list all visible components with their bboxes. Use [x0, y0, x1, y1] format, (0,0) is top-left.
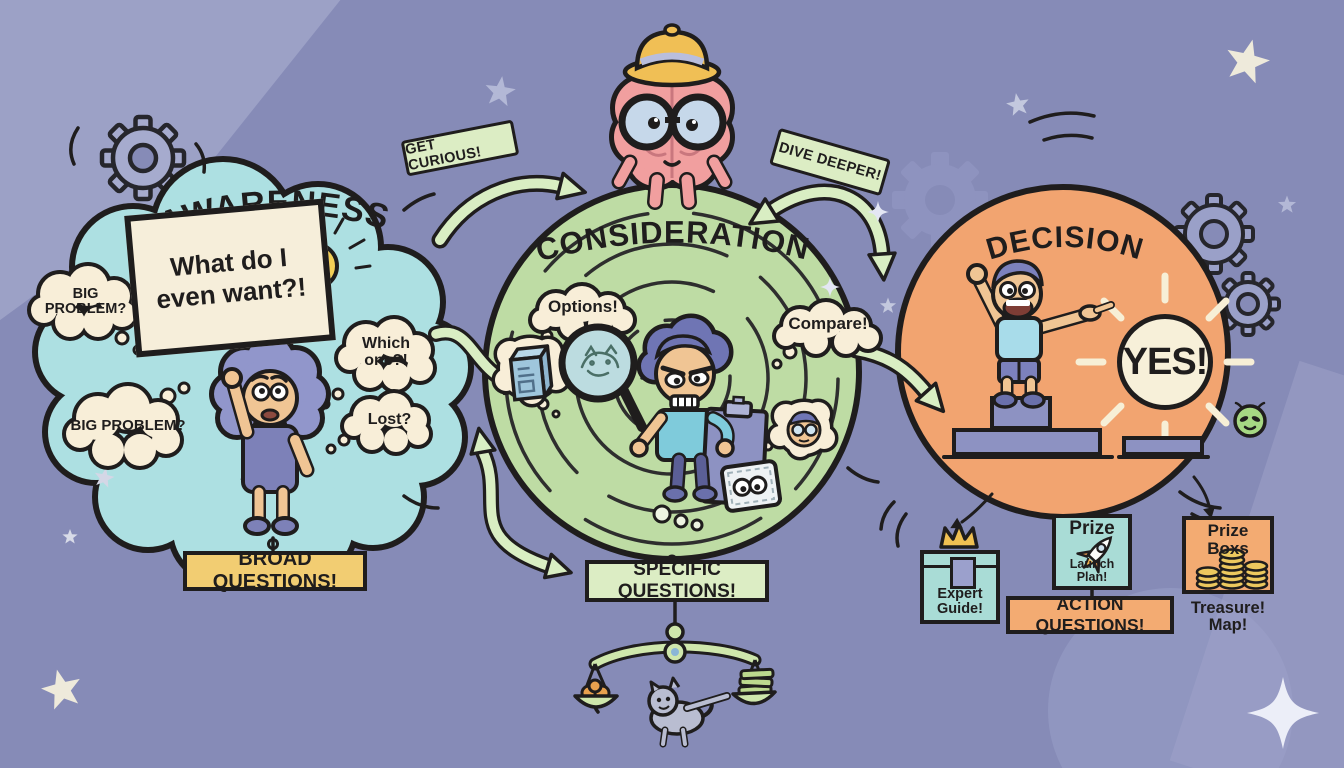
thought-bubble-label: BIG PROBLEM?	[70, 417, 186, 435]
treasure-map-label: Treasure! Map!	[1190, 599, 1266, 635]
consideration-title: CONSIDERATION	[532, 214, 813, 268]
gear-icon	[99, 114, 187, 202]
podium-low-platform	[1122, 436, 1204, 456]
launch-plan-label: Launch Plan!	[1069, 556, 1115, 584]
prize-boxes-label: Prize Boxs	[1207, 521, 1249, 558]
decision-title: DECISION	[983, 221, 1148, 267]
thought-bubble-label: Which one?!	[362, 335, 410, 369]
consideration-character	[629, 313, 769, 507]
sparkles	[820, 201, 1319, 749]
podium-base-step	[952, 428, 1102, 456]
svg-text:CONSIDERATION: CONSIDERATION	[532, 214, 813, 268]
box-with-eyes-icon	[719, 459, 783, 513]
svg-text:DECISION: DECISION	[983, 221, 1148, 267]
protest-sign: What do I even want?!	[124, 198, 336, 358]
magnifying-glass-icon	[558, 323, 647, 432]
alien-icon	[1233, 401, 1267, 438]
expert-guide-label: Expert Guide!	[937, 585, 983, 617]
rocket-icon	[1076, 535, 1113, 574]
thought-bubble-label: Compare!	[788, 314, 868, 334]
thought-bubble	[27, 262, 139, 341]
coins-icon	[1195, 548, 1269, 590]
launch-plan-box: Prize Launch Plan!	[1052, 514, 1132, 590]
cat-icon	[647, 676, 731, 748]
prize-label: Prize	[1069, 518, 1115, 539]
awareness-character	[209, 332, 331, 536]
thought-bubble	[62, 382, 184, 470]
product-box-icon	[491, 334, 572, 408]
decision-banner: ACTION QUESTIONS!	[1006, 594, 1174, 635]
thought-bubble	[772, 298, 883, 358]
thought-bubble-label: Options!	[548, 297, 618, 317]
expert-guide-box: Expert Guide!	[920, 550, 1000, 624]
thought-bubble-label: Lost?	[367, 410, 412, 428]
decision-character	[966, 259, 1115, 409]
yes-label: YES!	[1122, 340, 1209, 383]
crown-icon	[939, 522, 979, 549]
balance-scale-and-cat	[573, 600, 777, 748]
thought-bubble-label: BIG PROBLEM?	[44, 285, 127, 317]
awareness-banner: BROAD QUESTIONS!	[183, 548, 367, 593]
consideration-banner: SPECIFIC QUESTIONS!	[585, 559, 769, 602]
thought-bubble	[334, 315, 437, 394]
yes-badge: YES!	[1117, 314, 1213, 410]
thought-bubble	[528, 282, 637, 342]
stars	[41, 39, 1297, 710]
brain-mascot-icon	[609, 23, 735, 210]
person-face-icon	[766, 398, 839, 461]
box-tag	[950, 557, 976, 589]
thought-bubble	[340, 389, 433, 456]
prize-boxes-box: Prize Boxs	[1182, 516, 1274, 594]
sign-text: What do I even want?!	[155, 242, 308, 315]
gear-icon	[1215, 271, 1281, 337]
